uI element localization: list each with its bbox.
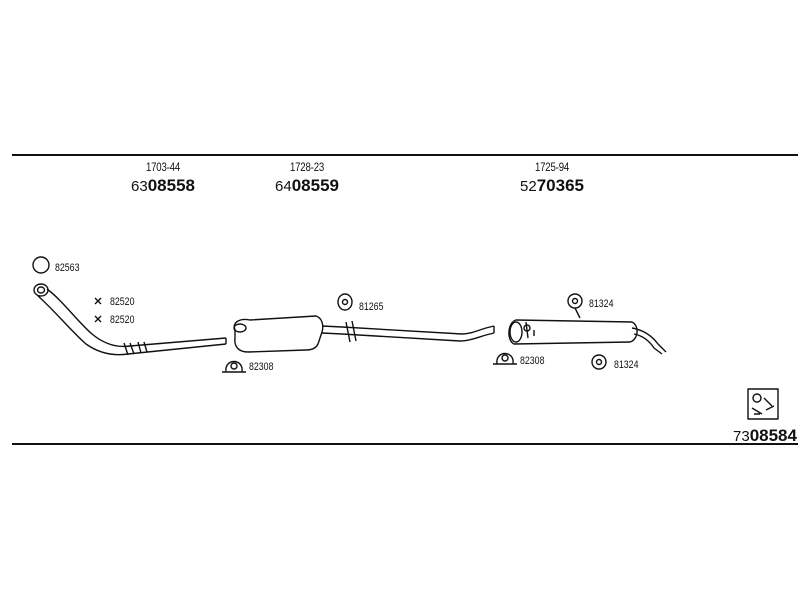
mounting-kit-number[interactable]: 7308584 [733,426,797,445]
hanger-81324-icon[interactable] [591,354,607,370]
part-middle-silencer[interactable]: 1728-23 6408559 [262,160,352,196]
label-82308: 82308 [249,361,274,373]
front-pipe[interactable] [46,288,227,348]
part-number: 6308558 [131,176,195,195]
middle-silencer[interactable] [233,315,343,353]
top-rule [12,154,798,156]
clamp-82308-icon[interactable] [493,352,517,365]
label-82520: 82520 [110,314,135,326]
part-number: 6408559 [275,176,339,195]
label-81324: 81324 [589,298,614,310]
part-rear-silencer[interactable]: 1725-94 5270365 [507,160,597,196]
gasket-ring-icon[interactable] [32,256,50,274]
hanger-81324-icon[interactable] [567,293,583,319]
label-82520: 82520 [110,296,135,308]
label-82563: 82563 [55,262,80,274]
clamp-82308-icon[interactable] [222,360,246,373]
part-ref: 1703-44 [145,160,181,174]
label-81265: 81265 [359,301,384,313]
part-ref: 1725-94 [534,160,570,174]
hanger-81265-icon[interactable] [337,293,353,311]
intermediate-pipe[interactable] [341,325,495,335]
label-81324: 81324 [614,359,639,371]
front-pipe-flange-icon[interactable] [33,283,49,297]
rear-silencer[interactable] [508,319,667,355]
bottom-rule [12,443,798,445]
washer-icon[interactable] [94,297,102,323]
part-ref: 1728-23 [289,160,325,174]
part-number: 5270365 [520,176,584,195]
part-front-pipe[interactable]: 1703-44 6308558 [118,160,208,196]
joint-icon [345,320,357,343]
mounting-kit-icon[interactable] [747,388,779,420]
label-82308: 82308 [520,355,545,367]
